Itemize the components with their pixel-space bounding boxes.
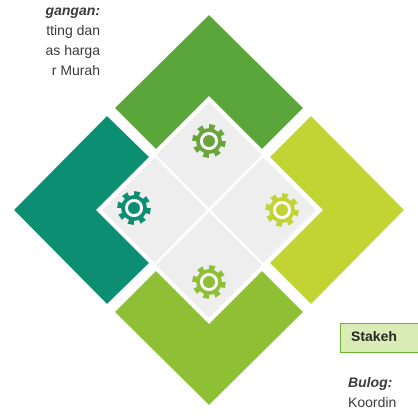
left-chevron xyxy=(14,116,149,304)
gear-hub xyxy=(203,276,215,288)
stakeholder-label-box: Stakeh xyxy=(340,323,418,353)
gear-hub xyxy=(203,135,215,147)
top-left-line: tting dan xyxy=(46,22,100,38)
bottom-right-heading: Bulog: xyxy=(348,374,393,390)
top-left-description: gangan: tting dan as harga r Murah xyxy=(46,0,100,80)
right-tile xyxy=(211,157,316,263)
top-left-line: r Murah xyxy=(51,62,100,78)
bottom-chevron xyxy=(115,271,303,405)
bottom-right-line: Koordin xyxy=(348,394,397,410)
gear-icon xyxy=(117,191,151,225)
top-left-line: as harga xyxy=(45,42,100,58)
top-chevron xyxy=(115,15,303,149)
stakeholder-label: Stakeh xyxy=(351,328,397,344)
gear-hub xyxy=(276,204,288,216)
gear-hub xyxy=(128,202,140,214)
bottom-right-description: Bulog: Koordin xyxy=(348,372,396,412)
gear-icon xyxy=(192,124,226,158)
left-tile xyxy=(102,157,207,263)
gear-icon xyxy=(265,193,299,227)
right-chevron xyxy=(270,116,404,304)
gear-icon xyxy=(192,265,226,299)
top-left-heading: gangan: xyxy=(45,2,100,18)
